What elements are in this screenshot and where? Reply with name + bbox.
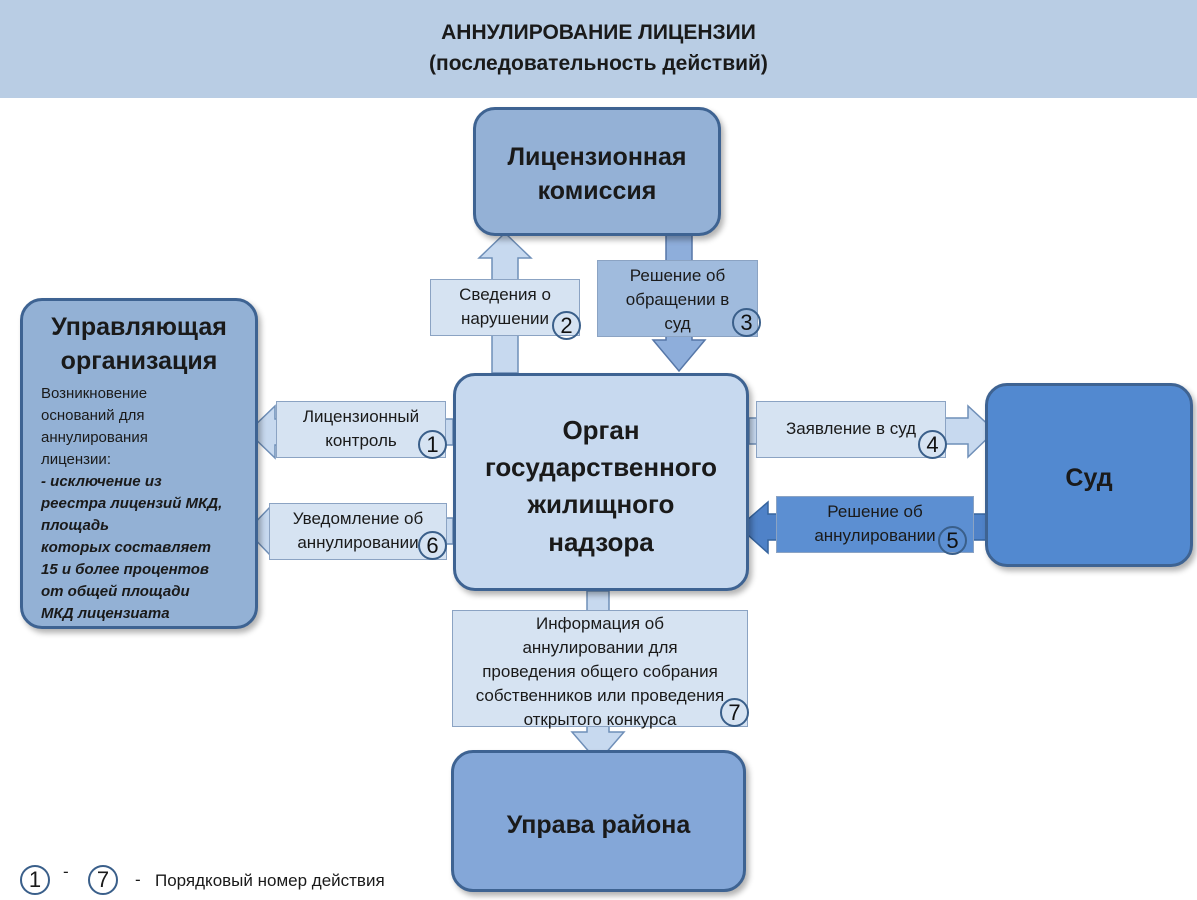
step-number-7: 7: [720, 698, 749, 727]
desc-line: аннулирования: [41, 428, 148, 446]
node-management-organization: Управляющая организация Возникновение ос…: [20, 298, 258, 629]
desc-line: Возникновение: [41, 384, 148, 402]
node-housing-supervision-body: Орган государственного жилищного надзора: [453, 373, 749, 591]
diagram-subtitle: (последовательность действий): [429, 52, 768, 75]
action-label-4: Заявление в суд: [756, 401, 946, 458]
node-management-org-title-line: организация: [60, 346, 218, 375]
step-number-6: 6: [418, 531, 447, 560]
step-number-2: 2: [552, 311, 581, 340]
node-district-council: Управа района: [451, 750, 746, 892]
legend-text: Порядковый номер действия: [155, 871, 385, 890]
node-organ-line: надзора: [548, 526, 654, 557]
action-label-6: Уведомление об аннулировании: [269, 503, 447, 560]
step-number-4: 4: [918, 430, 947, 459]
action-label-3: Решение об обращении в суд: [597, 260, 758, 337]
diagram-title: АННУЛИРОВАНИЕ ЛИЦЕНЗИИ: [441, 21, 756, 44]
desc-line: лицензии:: [41, 450, 111, 468]
desc-bold-line: которых составляет: [41, 538, 211, 556]
node-organ-line: жилищного: [527, 489, 675, 520]
action-label-line: проведения общего собрания: [482, 662, 718, 681]
desc-bold-line: 15 и более процентов: [41, 560, 209, 578]
node-management-org-description: Возникновение оснований для аннулировани…: [41, 383, 255, 625]
node-court-label: Суд: [1065, 464, 1113, 492]
desc-bold-line: площадь: [41, 516, 110, 534]
action-label-line: суд: [664, 314, 691, 333]
action-label-line: собственников или проведения: [475, 686, 725, 705]
header-banner: АННУЛИРОВАНИЕ ЛИЦЕНЗИИ (последовательнос…: [0, 0, 1197, 98]
legend-number-last: 7: [88, 865, 118, 895]
node-district-council-label: Управа района: [506, 811, 691, 839]
node-organ-line: государственного: [484, 452, 718, 483]
action-label-line: аннулировании: [814, 526, 936, 545]
legend-dash: -: [63, 862, 69, 881]
desc-bold-line: реестра лицензий МКД,: [41, 494, 223, 512]
step-number-3: 3: [732, 308, 761, 337]
node-license-commission: Лицензионная комиссия: [473, 107, 721, 236]
node-license-commission-line: Лицензионная: [507, 143, 687, 171]
action-label-line: Уведомление об: [292, 509, 424, 528]
desc-bold-line: от общей площади: [41, 582, 190, 600]
action-label-line: Информация об: [536, 614, 664, 633]
desc-bold-line: - исключение из: [41, 472, 162, 490]
step-number-1: 1: [418, 430, 447, 459]
action-label-line: аннулировании для: [522, 638, 678, 657]
action-label-5: Решение об аннулировании: [776, 496, 974, 553]
node-organ-line: Орган: [562, 415, 640, 445]
action-label-line: Сведения о: [459, 285, 551, 304]
action-label-1: Лицензионный контроль: [276, 401, 446, 458]
desc-line: оснований для: [41, 406, 145, 424]
step-number-5: 5: [938, 526, 967, 555]
action-label-line: контроль: [325, 431, 397, 450]
action-label-line: нарушении: [460, 309, 550, 328]
legend-dash: -: [135, 870, 141, 889]
action-label-line: Решение об: [629, 266, 726, 285]
action-label-line: Решение об: [827, 502, 923, 521]
desc-bold-line: МКД лицензиата: [41, 604, 170, 622]
action-label-line: обращении в: [625, 290, 730, 309]
node-license-commission-line: комиссия: [537, 176, 657, 205]
legend-number-first: 1: [20, 865, 50, 895]
action-label-line: открытого конкурса: [523, 710, 677, 729]
action-label-line: аннулировании: [297, 533, 419, 552]
node-court: Суд: [985, 383, 1193, 567]
action-label-7: Информация об аннулировании для проведен…: [452, 610, 748, 729]
node-management-org-title-line: Управляющая: [51, 313, 227, 341]
action-label-line: Заявление в суд: [785, 419, 917, 438]
action-label-line: Лицензионный: [302, 407, 420, 426]
